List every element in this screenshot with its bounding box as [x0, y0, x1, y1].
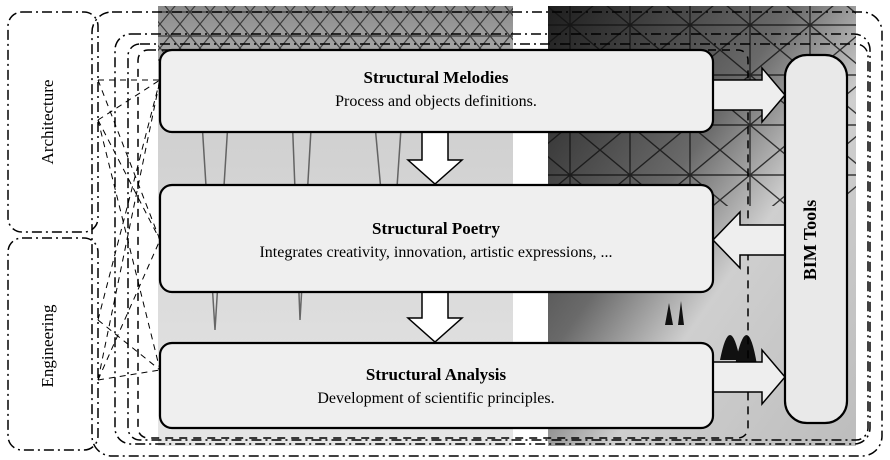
bim-tools-box: [783, 53, 849, 425]
outer-frame-2: [114, 33, 871, 445]
engineering-label: Engineering: [38, 304, 57, 388]
box-structural-poetry-title: Structural Poetry: [372, 219, 500, 238]
arrow-analysis-to-bim: [712, 347, 786, 407]
bim-tools-label: BIM Tools: [800, 200, 820, 281]
outer-frame-1: [91, 11, 883, 457]
main-boxes: Structural Melodies Process and objects …: [158, 48, 715, 430]
photo-right-silhouettes: [665, 301, 757, 365]
bim-tools: BIM Tools: [783, 53, 849, 425]
down-arrows: [406, 131, 464, 344]
bim-arrows: [711, 65, 786, 407]
arrow-poetry-to-analysis: [406, 291, 464, 344]
arrow-melodies-to-poetry: [406, 131, 464, 186]
engineering-frame: [7, 237, 99, 451]
box-structural-analysis: [158, 341, 715, 430]
architecture-label: Architecture: [38, 80, 57, 165]
box-structural-poetry: [158, 183, 715, 294]
connector-lines: [97, 79, 161, 381]
arrow-melodies-to-bim: [712, 65, 786, 125]
box-structural-melodies: [158, 48, 715, 134]
architecture-frame: [7, 11, 99, 233]
box-structural-analysis-subtitle: Development of scientific principles.: [317, 390, 554, 407]
box-structural-analysis-title: Structural Analysis: [366, 365, 507, 384]
box-structural-melodies-subtitle: Process and objects definitions.: [335, 93, 537, 110]
box-structural-poetry-subtitle: Integrates creativity, innovation, artis…: [259, 244, 612, 261]
arrow-bim-to-poetry: [711, 210, 786, 270]
box-structural-melodies-title: Structural Melodies: [364, 68, 509, 87]
